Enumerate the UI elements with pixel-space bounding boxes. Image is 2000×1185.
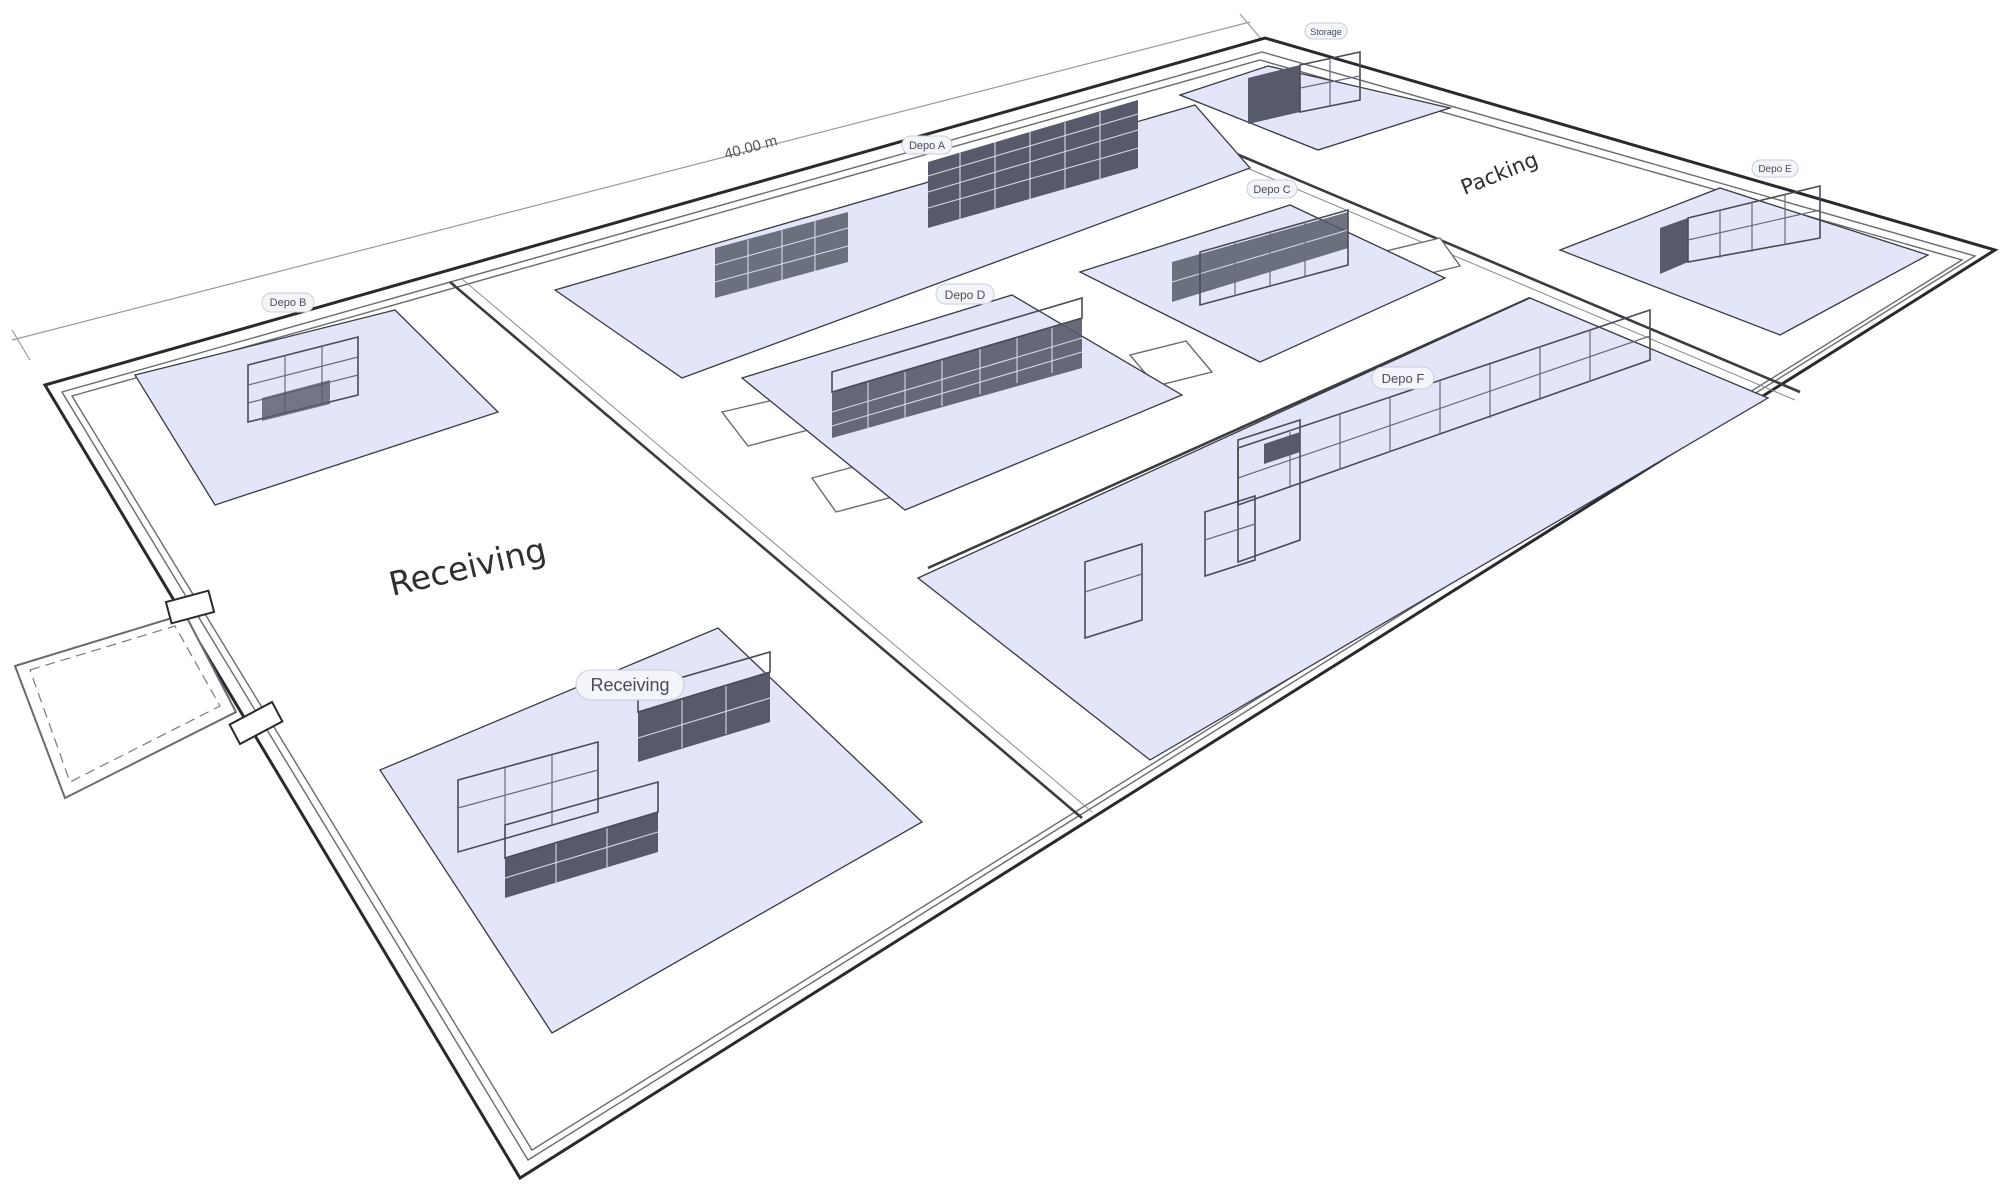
zone-labels[interactable]: Depo A Depo B Depo C Depo D Depo E Depo … [261,22,1799,701]
zone-label-depo-c[interactable]: Depo C [1246,179,1298,199]
zone-label-depo-b[interactable]: Depo B [261,292,315,313]
rack-storage [1248,51,1361,124]
zone-floor-depo-e [1558,187,1930,336]
zone-label-depo-d[interactable]: Depo D [935,283,995,305]
rack-receiving [457,650,771,898]
svg-text:Depo E: Depo E [1758,164,1792,175]
building-walls [42,36,1999,1181]
rack-depo-f [1084,308,1651,640]
svg-text:Receiving: Receiving [590,675,669,695]
dimension-label: 40.00 m [722,132,779,163]
rack-depo-c [1171,208,1349,307]
zone-label-depo-a[interactable]: Depo A [901,135,953,155]
rack-depo-a-solid [927,100,1139,228]
rack-depo-a-small [714,212,849,298]
entrance-dock [13,589,284,800]
zone-floor-depo-c [1078,204,1447,363]
zone-label-depo-e[interactable]: Depo E [1751,159,1799,178]
zone-label-depo-f[interactable]: Depo F [1371,366,1435,390]
svg-text:Depo C: Depo C [1253,184,1290,196]
svg-text:Depo A: Depo A [909,140,946,152]
racks [247,51,1821,898]
zone-floors [133,65,1930,1034]
svg-text:Storage: Storage [1310,27,1342,37]
svg-text:Depo D: Depo D [945,288,986,302]
rack-depo-b [247,335,359,424]
svg-text:Depo F: Depo F [1382,371,1425,386]
area-label-receiving: Receiving [385,530,550,604]
zone-floor-depo-b [133,309,500,506]
rack-depo-e [1660,184,1821,274]
zone-label-receiving[interactable]: Receiving [575,669,685,701]
svg-text:Depo B: Depo B [270,297,307,309]
zone-floor-storage [1178,65,1453,151]
zone-floor-depo-f [916,297,1770,761]
area-label-packing: Packing [1457,147,1541,200]
rack-depo-d [831,296,1083,438]
zone-label-storage[interactable]: Storage [1304,22,1348,40]
